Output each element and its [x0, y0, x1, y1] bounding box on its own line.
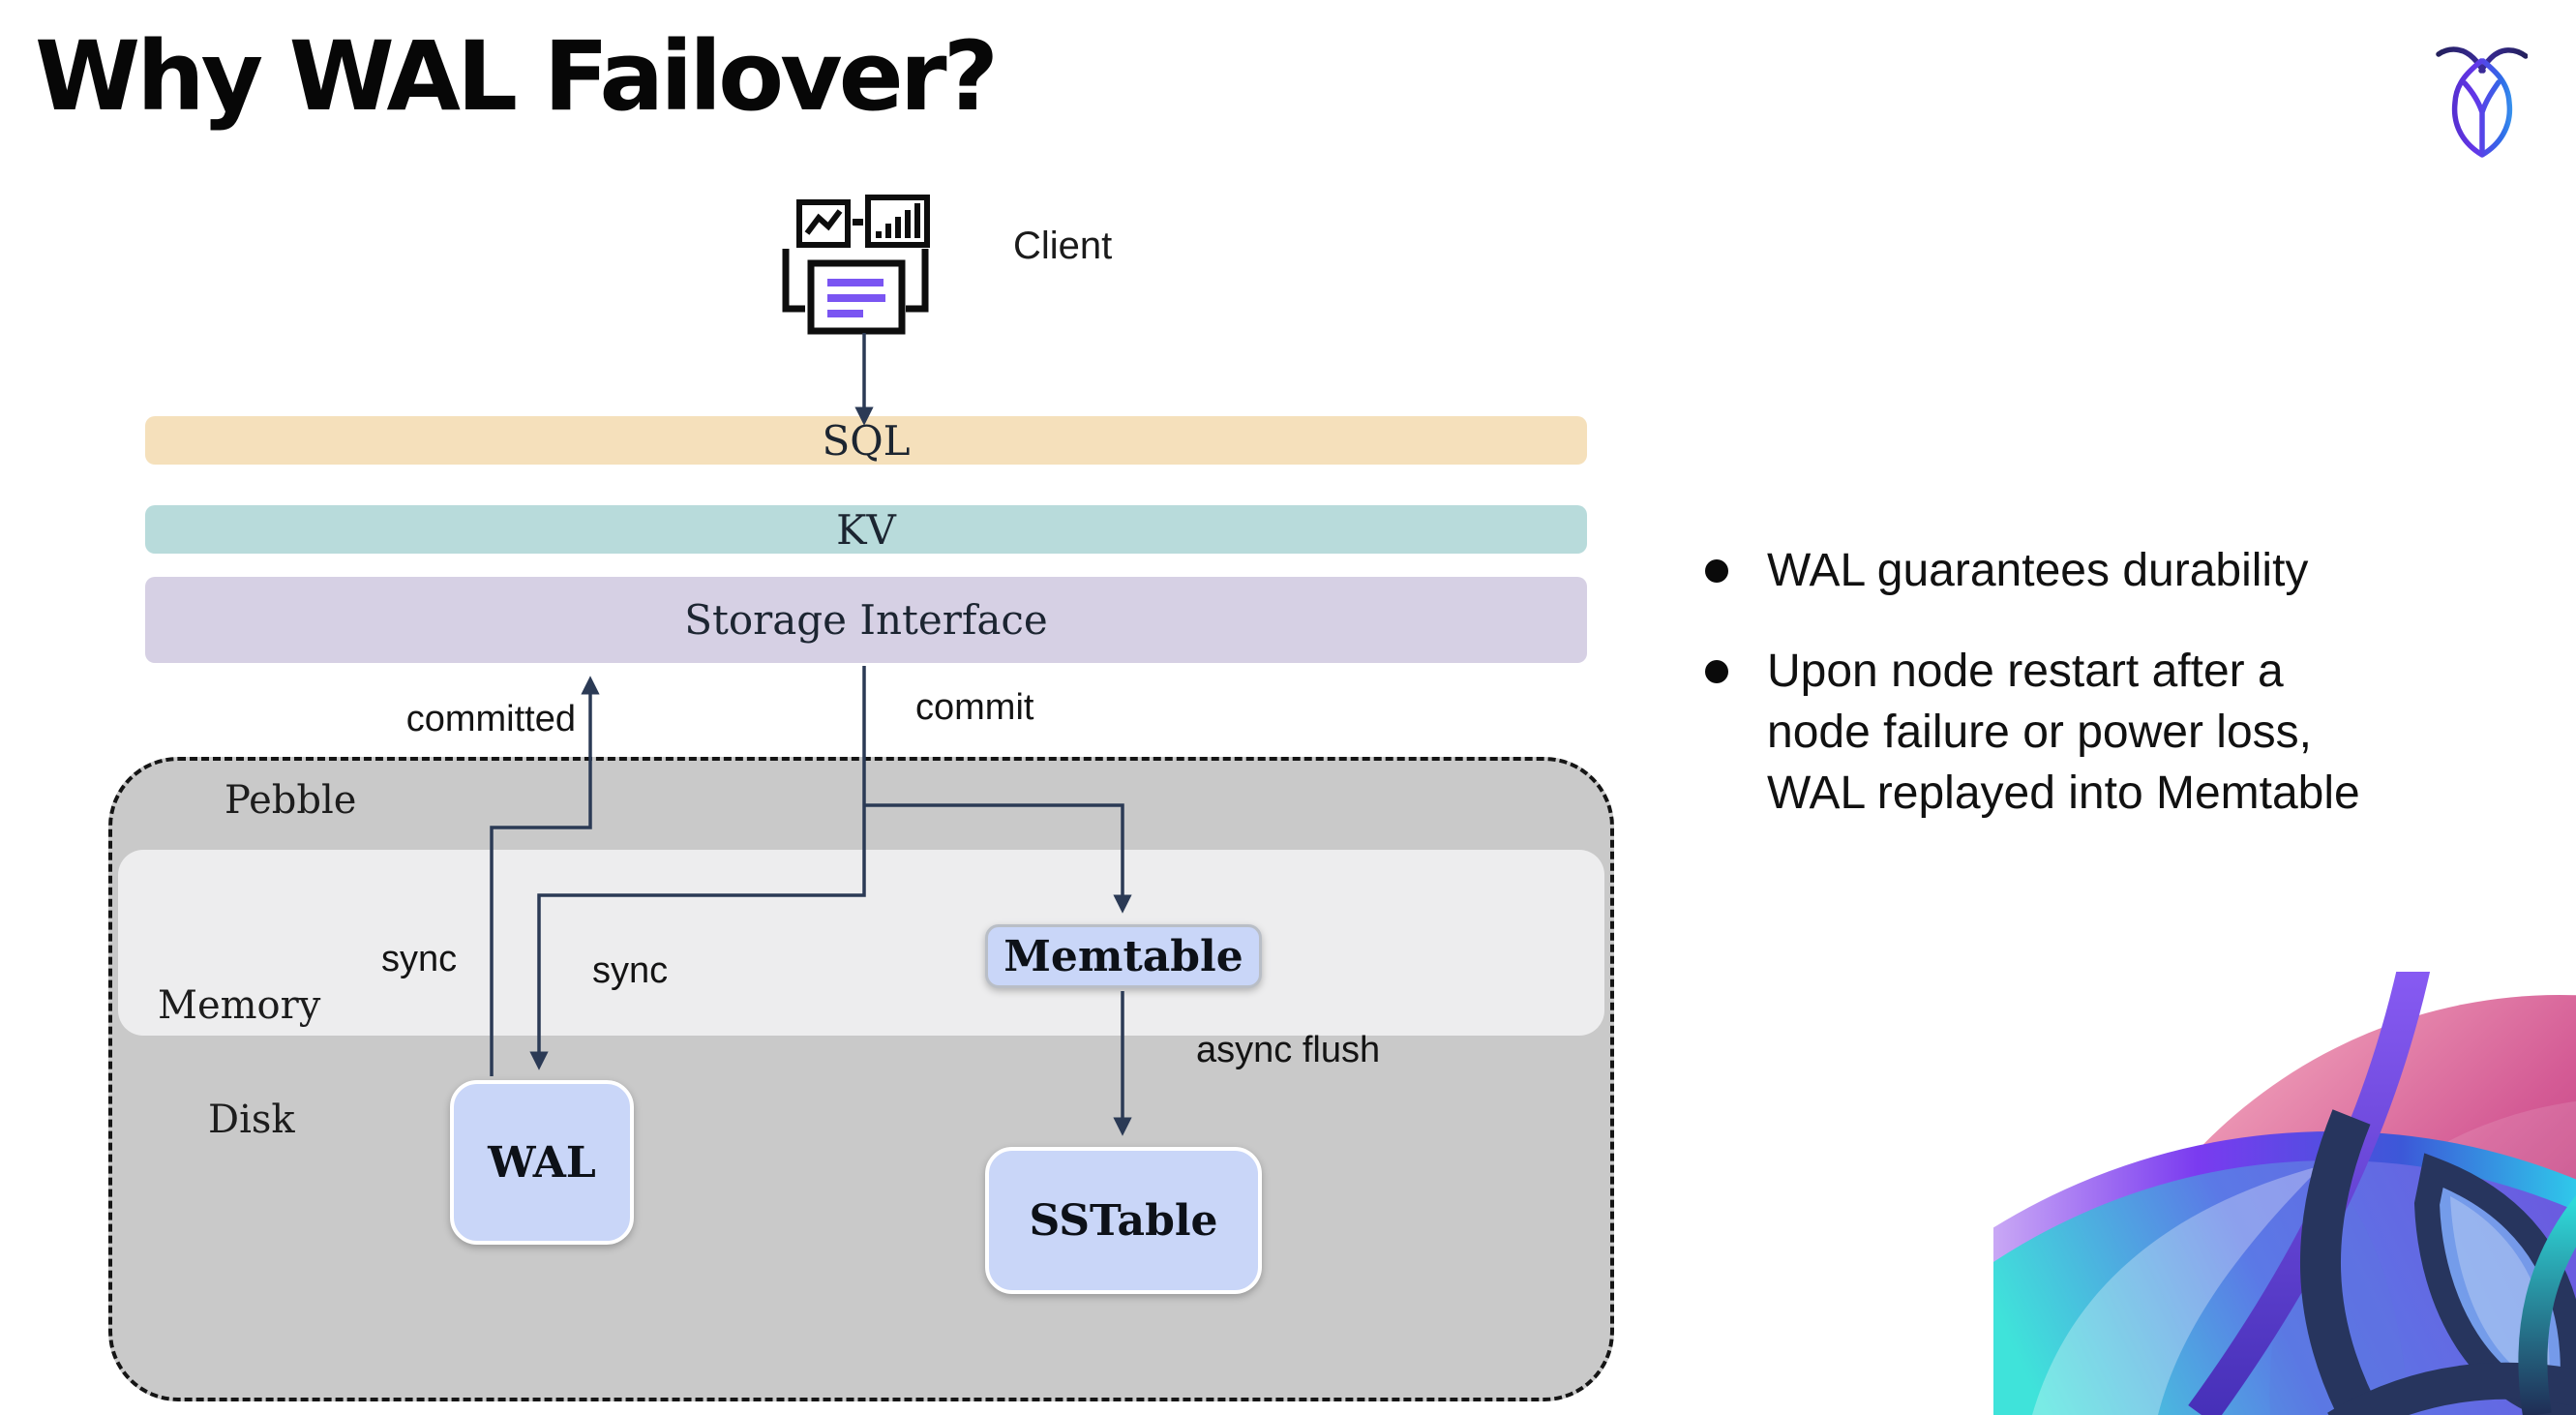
memtable-node-label: Memtable	[1003, 931, 1243, 981]
wal-node: WAL	[450, 1080, 634, 1245]
async-flush-label: async flush	[1196, 1030, 1381, 1070]
client-label: Client	[1013, 225, 1113, 267]
wal-node-label: WAL	[488, 1137, 596, 1188]
layer-storage-label: Storage Interface	[684, 596, 1048, 644]
bullet-item: Upon node restart after a node failure o…	[1705, 641, 2360, 824]
cockroachdb-logo-icon	[2436, 46, 2528, 158]
commit-label: commit	[915, 687, 1034, 728]
bullet-line: WAL guarantees durability	[1767, 545, 2309, 596]
sstable-node-label: SSTable	[1029, 1195, 1218, 1246]
sync-down-label: sync	[592, 950, 669, 991]
sstable-node: SSTable	[985, 1147, 1262, 1294]
layer-sql-label: SQL	[822, 416, 911, 465]
brand-art	[1993, 972, 2576, 1415]
blue-petal-light	[2032, 1165, 2322, 1415]
page-title: Why WAL Failover?	[35, 21, 999, 133]
layer-storage-interface: Storage Interface	[145, 577, 1587, 663]
layer-sql: SQL	[145, 416, 1587, 465]
client-icon	[782, 195, 930, 335]
layer-kv: KV	[145, 505, 1587, 554]
dark-stem-arc	[2299, 1109, 2383, 1415]
sync-up-label: sync	[381, 939, 458, 979]
dark-bottom-arc	[2327, 1362, 2576, 1415]
memtable-node: Memtable	[985, 924, 1262, 988]
disk-label: Disk	[208, 1098, 295, 1142]
bullet-dot-icon	[1705, 559, 1728, 583]
bullet-item: WAL guarantees durability	[1705, 540, 2308, 601]
bracket-left-icon	[782, 249, 805, 313]
bar-chart-icon	[865, 195, 930, 248]
bullet-line: WAL replayed into Memtable	[1767, 768, 2360, 819]
memory-label: Memory	[158, 983, 321, 1028]
bullet-dot-icon	[1705, 660, 1728, 683]
committed-label: committed	[405, 699, 576, 739]
bullet-line: node failure or power loss,	[1767, 707, 2312, 758]
pebble-label: Pebble	[225, 778, 357, 823]
teal-right-arc	[2518, 1195, 2576, 1415]
line-chart-icon	[796, 199, 851, 248]
memory-zone	[118, 850, 1604, 1036]
bullet-line: Upon node restart after a	[1767, 646, 2284, 697]
sql-statement-icon	[807, 259, 906, 335]
bullet-text: Upon node restart after a node failure o…	[1767, 641, 2360, 824]
dash-connector	[853, 219, 863, 226]
bracket-right-icon	[906, 249, 929, 313]
layer-kv-label: KV	[836, 505, 896, 554]
bullet-text: WAL guarantees durability	[1767, 540, 2308, 601]
